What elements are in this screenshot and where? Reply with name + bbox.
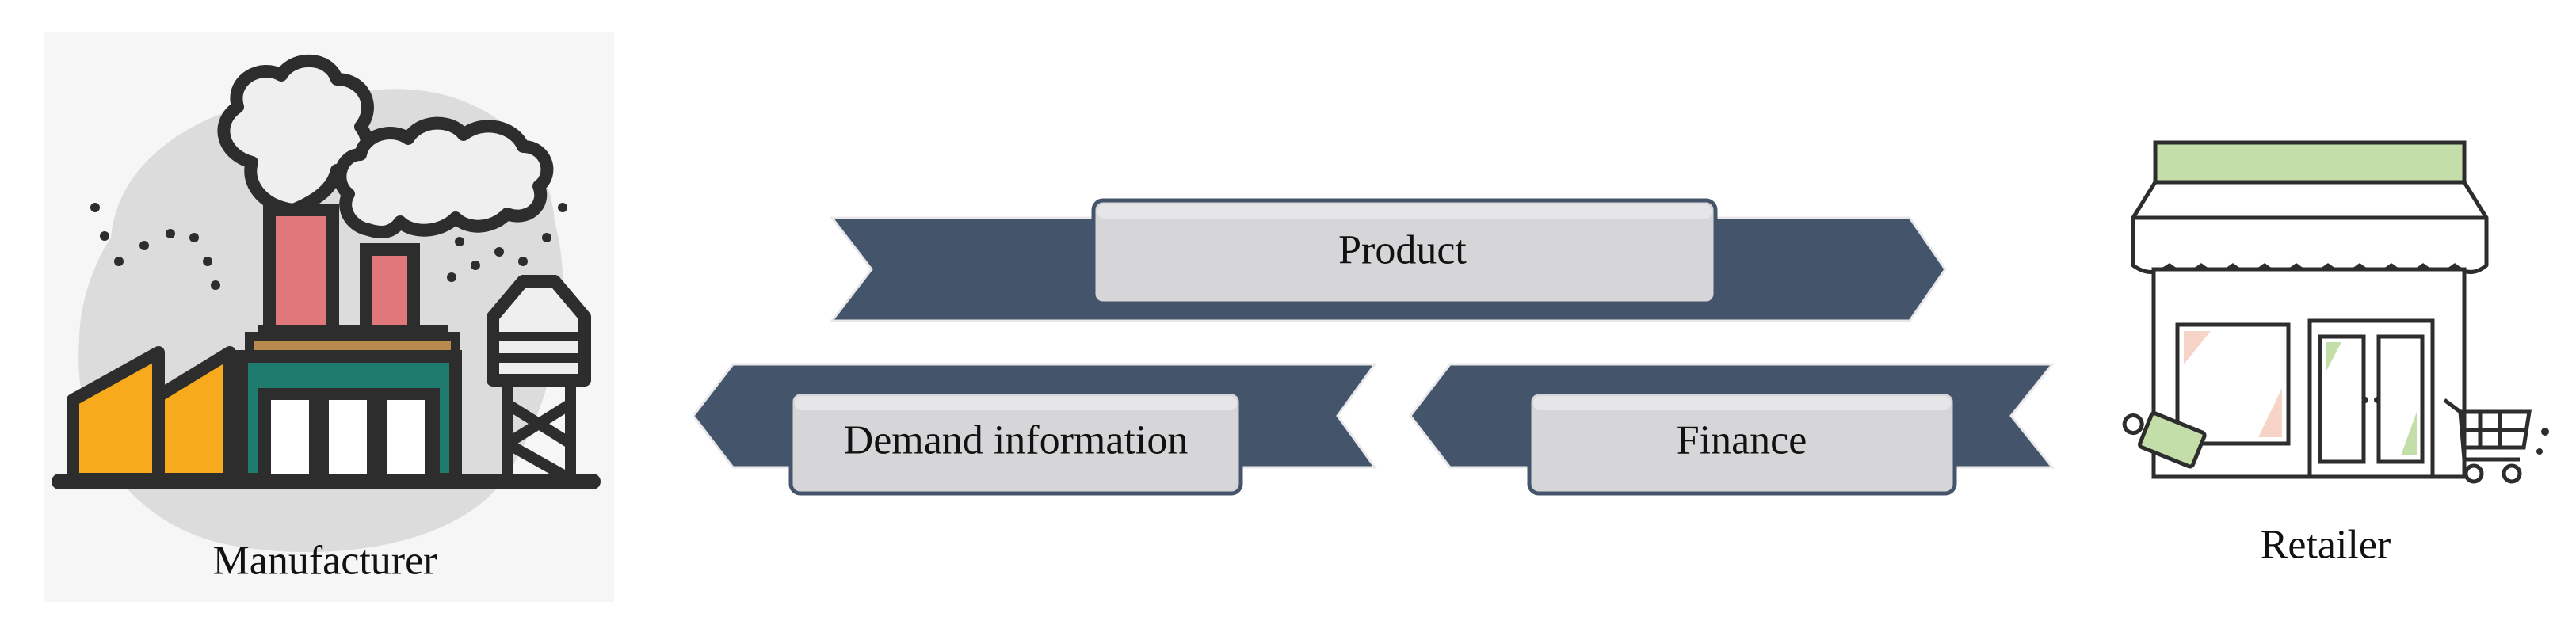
factory-icon xyxy=(44,32,614,602)
product-flow-arrow xyxy=(829,198,1947,322)
retailer-label: Retailer xyxy=(2260,522,2391,568)
product-label-box xyxy=(1091,198,1718,306)
product-flow-label: Product xyxy=(1338,227,1467,273)
smoke-dots xyxy=(90,203,567,290)
demand-flow-label: Demand information xyxy=(843,417,1189,463)
demand-label-box xyxy=(788,390,1243,496)
finance-label-box xyxy=(1527,390,1957,496)
cart-icon xyxy=(2443,398,2532,484)
manufacturer-label: Manufacturer xyxy=(212,538,437,584)
demand-flow-arrow xyxy=(692,363,1377,496)
finance-flow-label: Finance xyxy=(1676,417,1807,463)
storefront-icon xyxy=(2122,140,2549,484)
finance-flow-arrow xyxy=(1409,363,2055,496)
